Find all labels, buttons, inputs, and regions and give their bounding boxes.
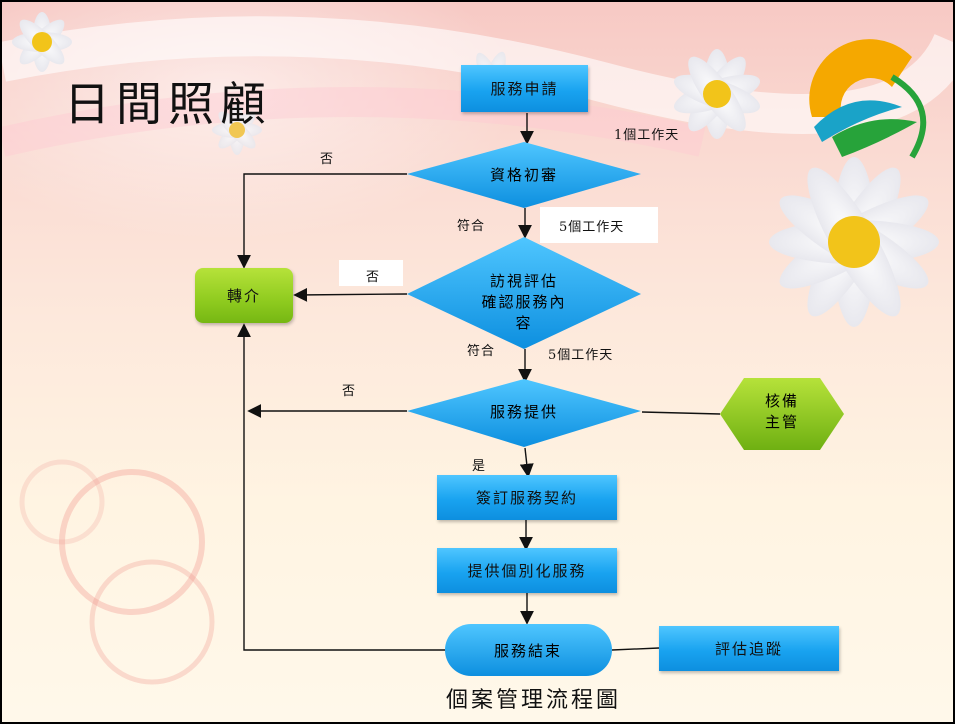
daisy-flower-icon: [769, 157, 939, 327]
diamond-service-provide: [407, 379, 641, 447]
diagram-caption: 個案管理流程圖: [446, 688, 622, 713]
node-referral: 轉介: [195, 268, 293, 323]
page-title: 日間照顧: [64, 77, 272, 131]
edge-label-one-day: 1個工作天: [614, 128, 680, 143]
diamond-label: 訪視評估: [490, 272, 558, 290]
diamond-label: 容: [515, 314, 532, 332]
label-box: [540, 207, 658, 243]
edge-label-no: 否: [342, 384, 357, 399]
ring-decoration: [89, 559, 215, 685]
diamond-label: 確認服務內: [481, 293, 566, 311]
arrow-review-no-to-referral: [237, 173, 407, 269]
node-personalized-service: 提供個別化服務: [437, 548, 617, 593]
diamond-label: 服務提供: [490, 403, 558, 421]
arrow-visit-no-to-referral: [293, 287, 408, 302]
edge-label-five-days: 5個工作天: [548, 348, 614, 363]
link-end-followup: [611, 647, 660, 651]
daisy-flower-icon: [12, 12, 72, 72]
edge-label-no: 否: [320, 152, 335, 167]
arrow-end-to-referral: [237, 323, 445, 651]
link-provide-approver: [641, 411, 721, 415]
diamond-label: 資格初審: [490, 166, 558, 184]
edge-label-yes: 是: [472, 459, 487, 474]
edge-label-match: 符合: [467, 344, 496, 359]
node-followup: 評估追蹤: [659, 626, 839, 671]
hexagon-label: 主管: [765, 413, 799, 431]
diamond-initial-review: [407, 142, 641, 208]
daisy-flower-icon: [212, 105, 262, 155]
terminator-label: 服務結束: [494, 642, 562, 660]
ring-decoration: [59, 469, 205, 615]
label-box: [339, 260, 403, 286]
node-service-apply: 服務申請: [461, 65, 588, 112]
hexagon-approver: [720, 378, 844, 450]
edge-label-no: 否: [366, 270, 381, 285]
edge-label-match: 符合: [457, 219, 486, 234]
daisy-flower-icon: [673, 49, 761, 139]
arrow-provide-to-contract: [519, 447, 534, 478]
terminator-service-end: [445, 624, 612, 676]
organization-logo-icon: [809, 39, 927, 159]
edge-label-five-days: 5個工作天: [559, 220, 625, 235]
diamond-visit-assessment: [407, 237, 641, 349]
node-sign-contract: 簽訂服務契約: [437, 475, 617, 520]
hexagon-label: 核備: [765, 392, 799, 410]
